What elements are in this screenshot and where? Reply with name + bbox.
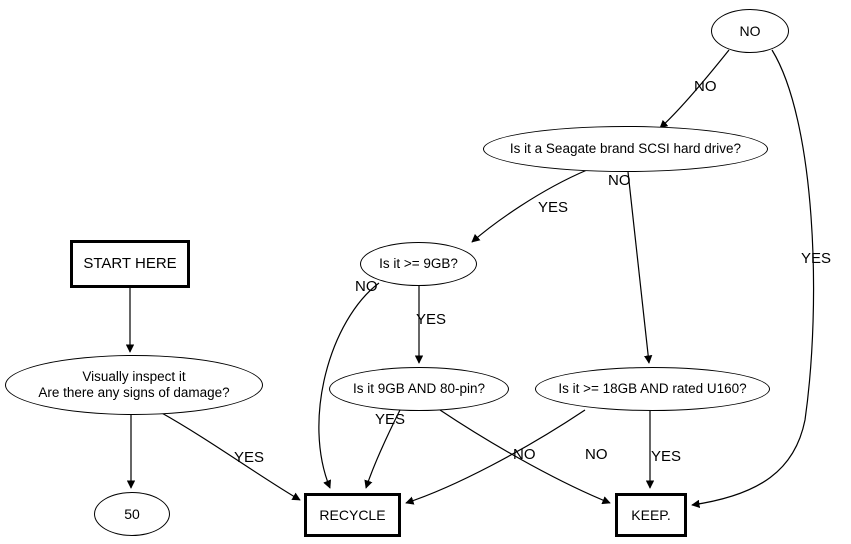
node-ge-18gb-u160-question[interactable]: Is it >= 18GB AND rated U160? [535, 367, 770, 411]
node-no-top[interactable]: NO [711, 9, 789, 53]
node-fifty-label: 50 [124, 505, 140, 522]
node-seagate-question-label: Is it a Seagate brand SCSI hard drive? [509, 141, 742, 157]
edge-label-9gb-80pin-to-recycle: YES [375, 411, 406, 428]
edge-label-no-top-to-keep: YES [801, 250, 832, 267]
edge-no-top-to-seagate [659, 49, 730, 129]
edge-label-inspect-to-recycle: YES [234, 449, 265, 466]
edge-seagate-to-ge9gb [471, 169, 588, 243]
edge-seagate-to-ge18gb [627, 171, 653, 364]
edge-label-9gb-80pin-to-keep: NO [585, 446, 608, 463]
node-ge-18gb-u160-question-label: Is it >= 18GB AND rated U160? [558, 381, 747, 397]
node-fifty[interactable]: 50 [94, 492, 170, 536]
node-keep[interactable]: KEEP. [615, 493, 687, 537]
node-recycle-label: RECYCLE [319, 506, 386, 523]
edge-label-no-top-to-seagate: NO [694, 78, 717, 95]
edge-label-seagate-to-ge-18gb: NO [608, 172, 631, 189]
node-start-here-label: START HERE [83, 255, 177, 273]
edge-no-top-to-keep [691, 49, 815, 509]
node-visual-inspection[interactable]: Visually inspect it Are there any signs … [5, 355, 263, 415]
edge-ge18gb-to-recycle [405, 409, 586, 505]
edge-ninegb80-to-keep [439, 409, 611, 505]
node-9gb-80pin-question-label: Is it 9GB AND 80-pin? [352, 381, 486, 397]
node-ge-9gb-question-label: Is it >= 9GB? [379, 256, 458, 272]
node-no-top-label: NO [739, 22, 761, 39]
node-visual-inspection-label: Visually inspect it Are there any signs … [38, 369, 230, 400]
node-9gb-80pin-question[interactable]: Is it 9GB AND 80-pin? [329, 367, 509, 411]
node-ge-9gb-question[interactable]: Is it >= 9GB? [360, 242, 477, 286]
node-keep-label: KEEP. [631, 506, 671, 523]
edge-ge9gb-to-recycle [318, 282, 380, 489]
edge-label-ge-9gb-to-9gb-80pin: YES [416, 311, 447, 328]
edge-label-ge-9gb-to-recycle: NO [355, 278, 378, 295]
node-recycle[interactable]: RECYCLE [304, 493, 401, 537]
edge-inspect-to-recycle [159, 411, 301, 501]
edge-label-seagate-to-ge-9gb: YES [538, 199, 569, 216]
node-seagate-question[interactable]: Is it a Seagate brand SCSI hard drive? [483, 126, 768, 172]
edge-label-ge-18gb-to-keep: YES [651, 448, 682, 465]
node-start-here[interactable]: START HERE [70, 240, 190, 288]
edge-ninegb80-to-recycle [364, 409, 401, 489]
edge-label-ge-18gb-to-recycle: NO [513, 446, 536, 463]
